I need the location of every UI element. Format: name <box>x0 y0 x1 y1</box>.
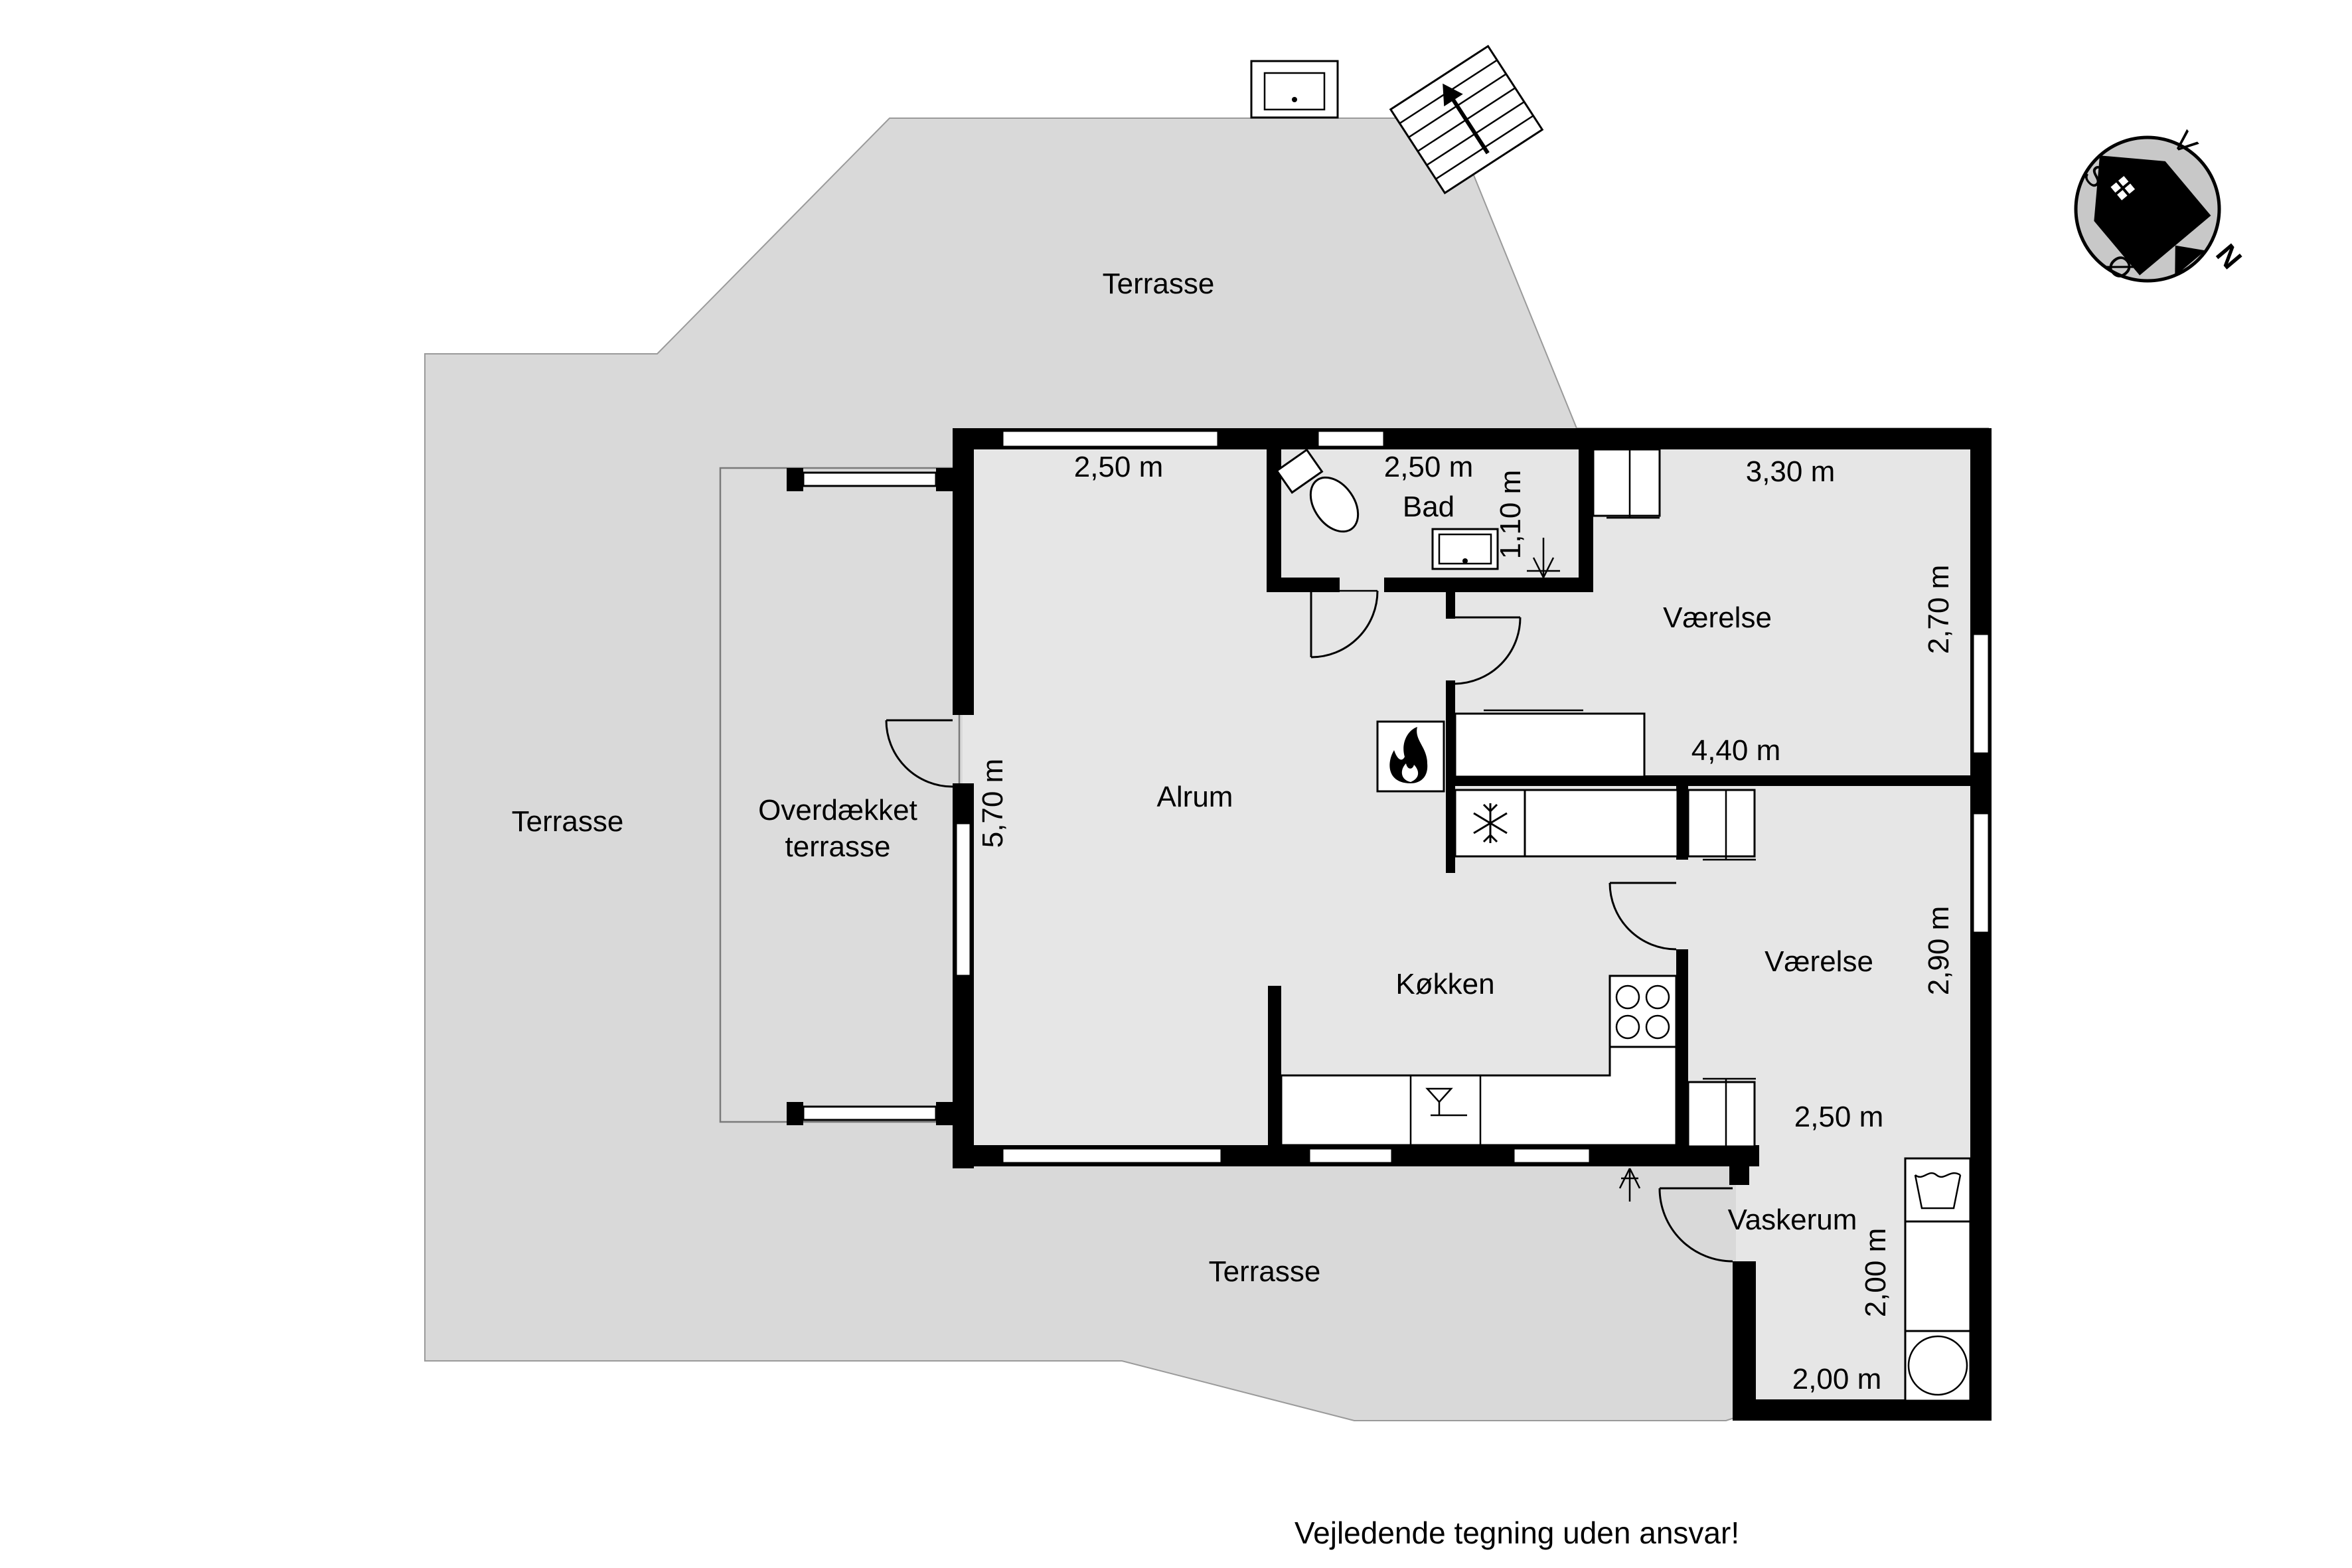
dim-bedroom-top-height: 2,70 m <box>1922 565 1955 655</box>
room-label-terrace-left: Terrasse <box>512 805 624 838</box>
stove-icon <box>1608 975 1678 1048</box>
room-label-bedroom-top: Værelse <box>1663 601 1772 634</box>
freezer-icon <box>1454 789 1526 858</box>
dryer-icon <box>1904 1330 1972 1402</box>
dim-utility-width: 2,00 m <box>1792 1363 1882 1395</box>
utility-counter <box>1904 1220 1972 1332</box>
doors <box>885 589 1733 1263</box>
room-label-terrace-bottom: Terrasse <box>1209 1255 1321 1288</box>
room-label-bedroom-bottom: Værelse <box>1764 945 1873 978</box>
dim-living-width: 2,50 m <box>1074 451 1164 483</box>
drain-icon <box>1527 538 1560 581</box>
dim-living-height: 5,70 m <box>977 759 1009 848</box>
kitchen-sink-icon <box>1409 1075 1467 1145</box>
dim-bedroom-bottom-height: 2,90 m <box>1922 906 1955 996</box>
dim-bath-depth: 1,10 m <box>1494 470 1527 560</box>
kitchen-counter-bottom <box>1280 1046 1678 1146</box>
room-label-bath: Bad <box>1403 491 1454 523</box>
compass-north: N <box>2209 238 2248 275</box>
outdoor-shower <box>1250 60 1339 119</box>
drain-icon <box>1618 1168 1641 1202</box>
bedroom-counter <box>1454 712 1646 778</box>
dim-bath-width: 2,50 m <box>1384 451 1474 483</box>
sink-icon <box>1431 528 1499 570</box>
room-label-covered-terrace-2: terrasse <box>785 830 891 863</box>
disclaimer: Vejledende tegning uden ansvar! <box>1294 1516 1740 1550</box>
dim-bedroom-top-bottom: 4,40 m <box>1691 734 1781 767</box>
wardrobe <box>1687 789 1756 861</box>
room-label-terrace-top: Terrasse <box>1103 268 1215 300</box>
stairs-arrow-icon <box>1389 44 1544 195</box>
dim-bedroom-top-width: 3,30 m <box>1746 455 1836 488</box>
interior-area <box>963 438 1978 1411</box>
exterior-windows <box>787 430 1990 1164</box>
wardrobe <box>1592 448 1661 519</box>
fixtures <box>1275 448 1972 1402</box>
toilet-icon <box>1275 448 1360 533</box>
compass-icon: N S Ø V <box>2074 125 2248 286</box>
kitchen-counter-top <box>1524 789 1679 858</box>
room-label-living: Alrum <box>1157 781 1233 813</box>
room-label-utility: Vaskerum <box>1728 1204 1857 1236</box>
wardrobe <box>1687 1077 1756 1148</box>
dim-utility-height: 2,00 m <box>1859 1228 1892 1318</box>
washer-icon <box>1904 1157 1972 1223</box>
interior-walls <box>1267 438 1977 1148</box>
room-label-kitchen: Køkken <box>1395 968 1494 1000</box>
fireplace-icon <box>1376 720 1445 793</box>
dim-bedroom-bottom-width: 2,50 m <box>1794 1101 1884 1133</box>
room-label-covered-terrace-1: Overdækket <box>758 794 917 826</box>
covered-terrace-area <box>719 467 961 1123</box>
